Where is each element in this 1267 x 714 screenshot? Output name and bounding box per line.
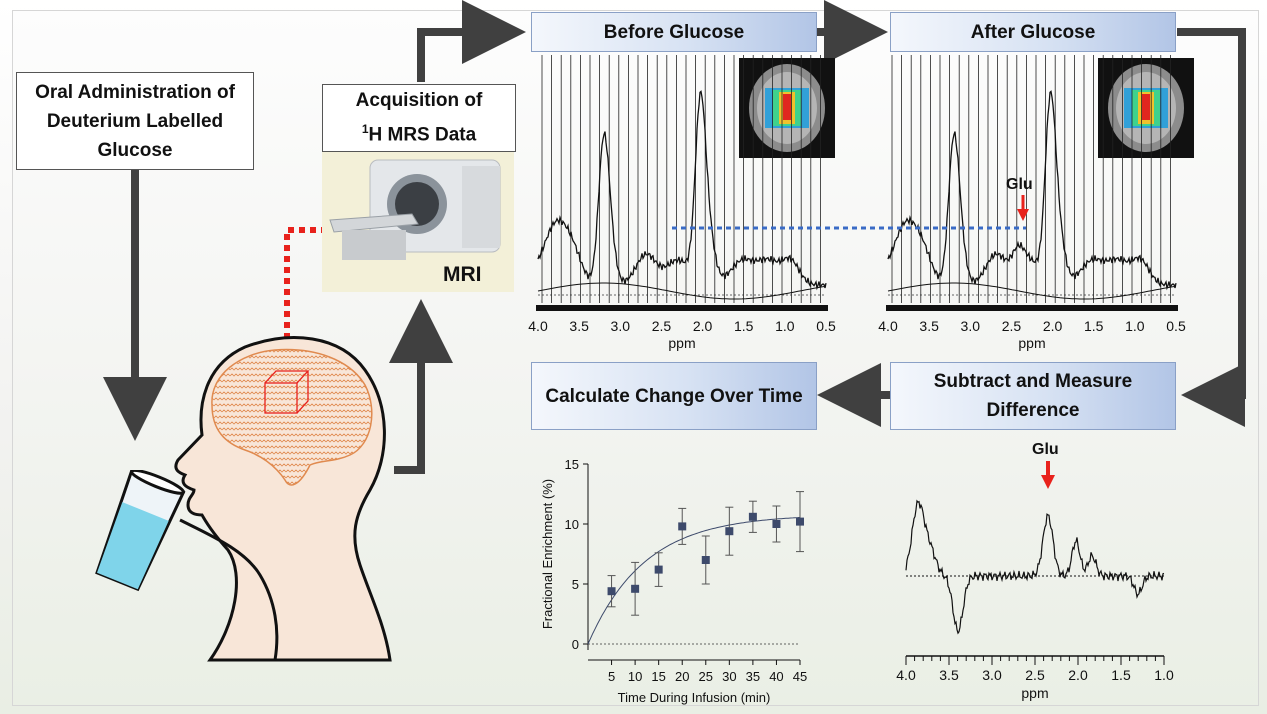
spectrum-tick-label: 1.5	[1084, 318, 1104, 334]
chart-data-point	[725, 527, 734, 536]
blue-dotted-line	[672, 226, 1026, 230]
chart-x-tick-label: 40	[769, 669, 783, 684]
spectrum-tick-label: 4.0	[878, 318, 898, 334]
acq-line1: Acquisition of	[355, 90, 483, 112]
mri-scanner-icon	[329, 159, 501, 260]
spectrum-axis-unit: ppm	[1018, 335, 1045, 351]
water-glass-illustration	[95, 470, 186, 592]
arrow-head-to-acq	[389, 299, 453, 474]
spectrum-fit-curve	[887, 282, 1177, 300]
chart-x-tick-label: 25	[699, 669, 713, 684]
acq-superscript: 1	[361, 122, 369, 137]
chart-x-tick-label: 10	[628, 669, 642, 684]
spectrum-axis-bar	[886, 305, 1178, 311]
neck-line	[179, 518, 279, 661]
glu-label-difference: Glu	[1032, 441, 1059, 458]
red-dotted-voxel-link	[284, 227, 322, 350]
chart-y-tick-label: 5	[572, 577, 579, 592]
chart-data-point	[748, 512, 757, 521]
spectrum-trace	[887, 90, 1177, 291]
spectrum-axis-unit: ppm	[668, 335, 695, 351]
chart-data-point	[772, 520, 781, 528]
chart-x-tick-label: 45	[793, 669, 807, 684]
chart-x-tick-label: 15	[651, 669, 665, 684]
spectrum-tick-label: 2.5	[1002, 318, 1022, 334]
spectrum-before: 4.0 3.5 3.0 2.5 2.0 1.5 1.0 0.5 ppm	[528, 55, 836, 351]
spectrum-tick-label: 3.5	[569, 318, 589, 334]
difference-trace	[905, 499, 1165, 635]
spectrum-trace	[537, 90, 827, 291]
chart-data-point	[631, 584, 640, 593]
spectrum-tick-label: 3.0	[611, 318, 631, 334]
oral-administration-box: Oral Administration of Deuterium Labelle…	[16, 72, 254, 170]
difference-tick-label: 2.0	[1068, 667, 1088, 683]
difference-tick-label: 3.5	[939, 667, 959, 683]
spectrum-tick-label: 2.0	[693, 318, 713, 334]
spectrum-tick-label: 2.0	[1043, 318, 1063, 334]
spectrum-tick-label: 3.5	[919, 318, 939, 334]
chart-data-point	[796, 517, 804, 526]
before-glucose-box: Before Glucose	[531, 12, 817, 52]
difference-tick-label: 1.5	[1111, 667, 1131, 683]
chart-x-tick-label: 30	[722, 669, 736, 684]
spectrum-tick-label: 1.0	[1125, 318, 1145, 334]
spectrum-axis-bar	[536, 305, 828, 311]
chart-fit-curve	[587, 516, 801, 645]
voxel-cube	[264, 370, 310, 414]
acquisition-box: Acquisition of 1H MRS Data	[322, 84, 516, 152]
mri-label: MRI	[443, 263, 482, 286]
spectrum-fit-curve	[537, 282, 827, 300]
chart-data-point	[701, 556, 710, 564]
glu-label-after: Glu	[1006, 176, 1033, 193]
difference-tick-label: 4.0	[896, 667, 916, 683]
arrow-acq-to-before	[417, 0, 526, 82]
subtract-measure-box: Subtract and Measure Difference	[890, 362, 1176, 430]
glu-arrow-difference	[1041, 461, 1055, 489]
chart-y-tick-label: 0	[572, 637, 579, 652]
mri-scanner-panel	[322, 152, 514, 292]
spectrum-tick-label: 3.0	[961, 318, 981, 334]
spectrum-tick-label: 4.0	[528, 318, 548, 334]
head-illustration	[174, 336, 392, 662]
chart-x-tick-label: 5	[608, 669, 615, 684]
chart-x-tick-label: 20	[675, 669, 689, 684]
after-glucose-box: After Glucose	[890, 12, 1176, 52]
spectrum-tick-label: 0.5	[816, 318, 836, 334]
chart-data-point	[678, 522, 687, 531]
spectrum-after: 4.0 3.5 3.0 2.5 2.0 1.5 1.0 0.5 ppm	[878, 55, 1186, 351]
difference-axis-unit: ppm	[1021, 685, 1048, 701]
arrow-after-to-subtract	[1177, 28, 1246, 427]
spectrum-tick-label: 2.5	[652, 318, 672, 334]
chart-data-point	[607, 587, 616, 596]
chart-x-tick-label: 35	[746, 669, 760, 684]
chart-data-point	[654, 565, 663, 574]
brain	[211, 348, 373, 486]
chart-y-axis-label: Fractional Enrichment (%)	[540, 479, 555, 629]
chart-x-axis-label: Time During Infusion (min)	[618, 690, 771, 705]
difference-tick-label: 1.0	[1154, 667, 1174, 683]
difference-tick-label: 3.0	[982, 667, 1002, 683]
calculate-change-box: Calculate Change Over Time	[531, 362, 817, 430]
difference-tick-label: 2.5	[1025, 667, 1045, 683]
spectrum-tick-label: 0.5	[1166, 318, 1186, 334]
glu-arrow-after	[1017, 195, 1029, 221]
spectrum-tick-label: 1.5	[734, 318, 754, 334]
chart-y-tick-label: 10	[565, 517, 579, 532]
difference-spectrum: 4.0 3.5 3.0 2.5 2.0 1.5 1.0 ppm	[896, 499, 1174, 701]
acq-line2: H MRS Data	[368, 124, 477, 146]
spectrum-tick-label: 1.0	[775, 318, 795, 334]
chart-y-tick-label: 15	[565, 457, 579, 472]
